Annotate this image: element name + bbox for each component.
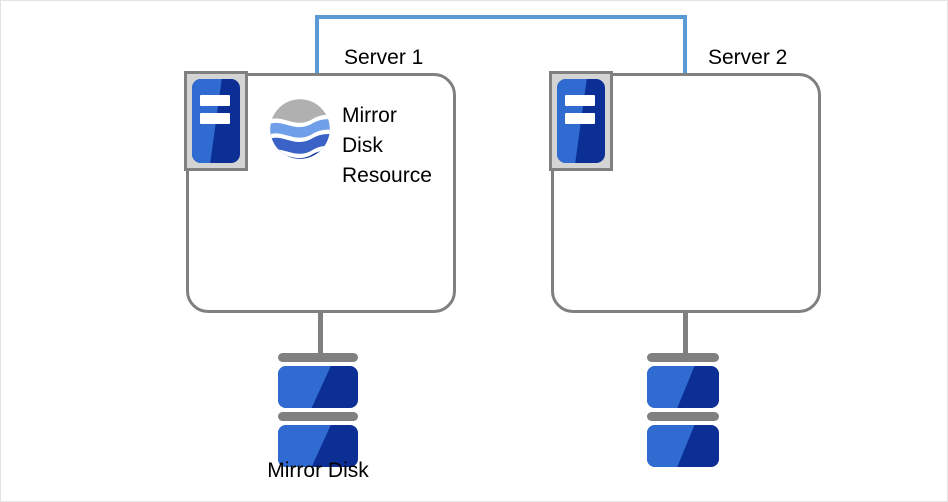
server-machine-bar-bottom (200, 112, 230, 124)
server-machine-icon (549, 71, 613, 171)
server-machine-bar-bottom (565, 112, 595, 124)
disk-plate-top (278, 353, 358, 362)
server-2-box[interactable] (551, 73, 821, 313)
disk-slab-upper (278, 366, 358, 408)
server-1-disk-stack[interactable] (278, 353, 358, 467)
disk-slab-upper (647, 366, 719, 408)
server-1-disk-connector (318, 313, 323, 358)
server-2-disk-connector (683, 313, 688, 358)
server-machine-bar-top (200, 94, 230, 106)
interconnect-right-drop (683, 15, 687, 75)
interconnect-horizontal-segment (315, 15, 687, 19)
server-2-label: Server 2 (708, 46, 788, 69)
disk-slab-lower (278, 425, 358, 467)
mirror-disk-resource-icon (270, 99, 330, 159)
disk-plate-middle (278, 412, 358, 421)
server-machine-body (557, 79, 605, 163)
server-machine-bar-top (565, 94, 595, 106)
interconnect-left-drop (315, 15, 319, 75)
server-1-label: Server 1 (344, 46, 424, 69)
disk-plate-top (647, 353, 719, 362)
disk-slab-lower (647, 425, 719, 467)
server-2-disk-stack[interactable] (647, 353, 719, 467)
mirror-disk-resource-label: Mirror Disk Resource (342, 104, 432, 187)
mirror-disk-caption: Mirror Disk (267, 459, 369, 482)
server-machine-icon (184, 71, 248, 171)
disk-plate-middle (647, 412, 719, 421)
server-machine-body (192, 79, 240, 163)
